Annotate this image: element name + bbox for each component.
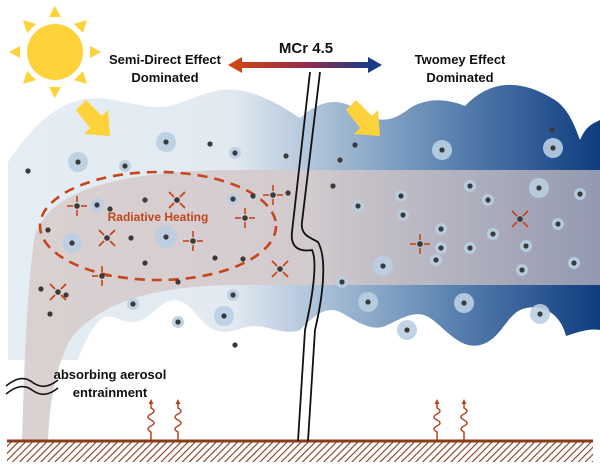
entrainment-label-line1: absorbing aerosol: [54, 367, 167, 382]
droplet-nucleus: [69, 240, 75, 246]
droplet-nucleus: [122, 163, 128, 169]
droplet-nucleus: [467, 183, 473, 189]
droplet-nucleus: [519, 267, 525, 273]
ground-hatch: [7, 440, 593, 462]
droplet-nucleus: [549, 127, 555, 133]
heat-flux-squiggle: [147, 399, 155, 440]
droplet-nucleus: [221, 313, 227, 319]
droplet-nucleus: [467, 245, 473, 251]
heated-aerosol-converging: [263, 185, 283, 205]
droplet-nucleus: [398, 193, 404, 199]
surface-heat-flux-icon: [147, 399, 468, 440]
aerosol-particle: [45, 227, 51, 233]
aerosol-particle: [63, 292, 69, 298]
droplet-nucleus: [490, 231, 496, 237]
droplet-nucleus: [130, 301, 136, 307]
heat-flux-squiggle: [174, 399, 182, 440]
droplet-nucleus: [355, 203, 361, 209]
radiative-heating-region: [38, 170, 278, 282]
droplet-nucleus: [230, 292, 236, 298]
aerosol-particle: [207, 141, 213, 147]
aerosol-particle: [330, 183, 336, 189]
aerosol-particle: [142, 197, 148, 203]
droplet-nucleus: [337, 157, 343, 163]
droplet-nucleus: [163, 139, 169, 145]
twomey-label-line2: Dominated: [426, 70, 493, 85]
heated-aerosol-converging: [235, 208, 255, 228]
heated-aerosol-converging: [92, 266, 112, 286]
droplet-nucleus: [439, 147, 445, 153]
radiative-heating-label: Radiative Heating: [108, 210, 209, 224]
heated-aerosol-converging: [67, 196, 87, 216]
aerosol-particle: [47, 311, 53, 317]
droplet-nucleus: [400, 212, 406, 218]
heated-aerosol-diverging: [511, 210, 529, 228]
mcr-label: MCr 4.5: [279, 40, 333, 57]
droplet-nucleus: [365, 299, 371, 305]
droplet-nucleus: [537, 311, 543, 317]
droplet-nucleus: [163, 234, 169, 240]
aerosol-particle: [25, 168, 31, 174]
aerosol-particles: [25, 141, 358, 348]
heated-aerosol-diverging: [271, 260, 289, 278]
aerosol-particle: [142, 260, 148, 266]
droplet-nucleus: [571, 260, 577, 266]
sun-icon: [9, 6, 101, 98]
droplet-nucleus: [485, 197, 491, 203]
droplet-nucleus: [461, 300, 467, 306]
heat-flux-squiggle: [433, 399, 441, 440]
solar-radiation-arrow: [76, 100, 110, 136]
aerosol-particle: [250, 193, 256, 199]
aerosol-particle: [240, 256, 246, 262]
aerosol-particle: [175, 279, 181, 285]
heated-aerosol-diverging: [49, 283, 67, 301]
cloud-droplets: [62, 127, 586, 340]
heated-aerosol-converging: [410, 234, 430, 254]
solar-radiation-arrow: [346, 100, 380, 136]
semi-direct-label-line1: Semi-Direct Effect: [109, 52, 222, 67]
heat-flux-squiggle: [460, 399, 468, 440]
heated-aerosols: [49, 185, 529, 301]
aerosol-particle: [352, 142, 358, 148]
heated-aerosol-converging: [183, 231, 203, 251]
droplet-nucleus: [380, 263, 386, 269]
droplet-nucleus: [523, 243, 529, 249]
entrainment-label-line2: entrainment: [73, 385, 148, 400]
droplet-nucleus: [433, 257, 439, 263]
droplet-nucleus: [404, 327, 410, 333]
aerosol-particle: [283, 153, 289, 159]
aerosol-particle: [128, 235, 134, 241]
aerosol-particle: [38, 286, 44, 292]
aerosol-particle: [285, 190, 291, 196]
droplet-nucleus: [550, 145, 556, 151]
droplet-nucleus: [339, 279, 345, 285]
heated-aerosol-diverging: [98, 229, 116, 247]
mcr-gradient-arrow: [228, 57, 382, 73]
entrainment-break-icon: [5, 377, 59, 396]
semi-direct-label-line2: Dominated: [131, 70, 198, 85]
aerosol-particle: [212, 255, 218, 261]
droplet-nucleus: [438, 245, 444, 251]
droplet-nucleus: [536, 185, 542, 191]
droplet-nucleus: [232, 150, 238, 156]
aerosol-particle: [232, 342, 238, 348]
droplet-nucleus: [94, 202, 100, 208]
axis-break-icon: [290, 71, 325, 442]
droplet-nucleus: [75, 159, 81, 165]
droplet-nucleus: [175, 319, 181, 325]
droplet-nucleus: [230, 196, 236, 202]
droplet-nucleus: [438, 226, 444, 232]
aerosol-particle: [107, 206, 113, 212]
heated-aerosol-diverging: [168, 191, 186, 209]
twomey-label-line1: Twomey Effect: [415, 52, 506, 67]
droplet-nucleus: [577, 191, 583, 197]
droplet-nucleus: [555, 221, 561, 227]
